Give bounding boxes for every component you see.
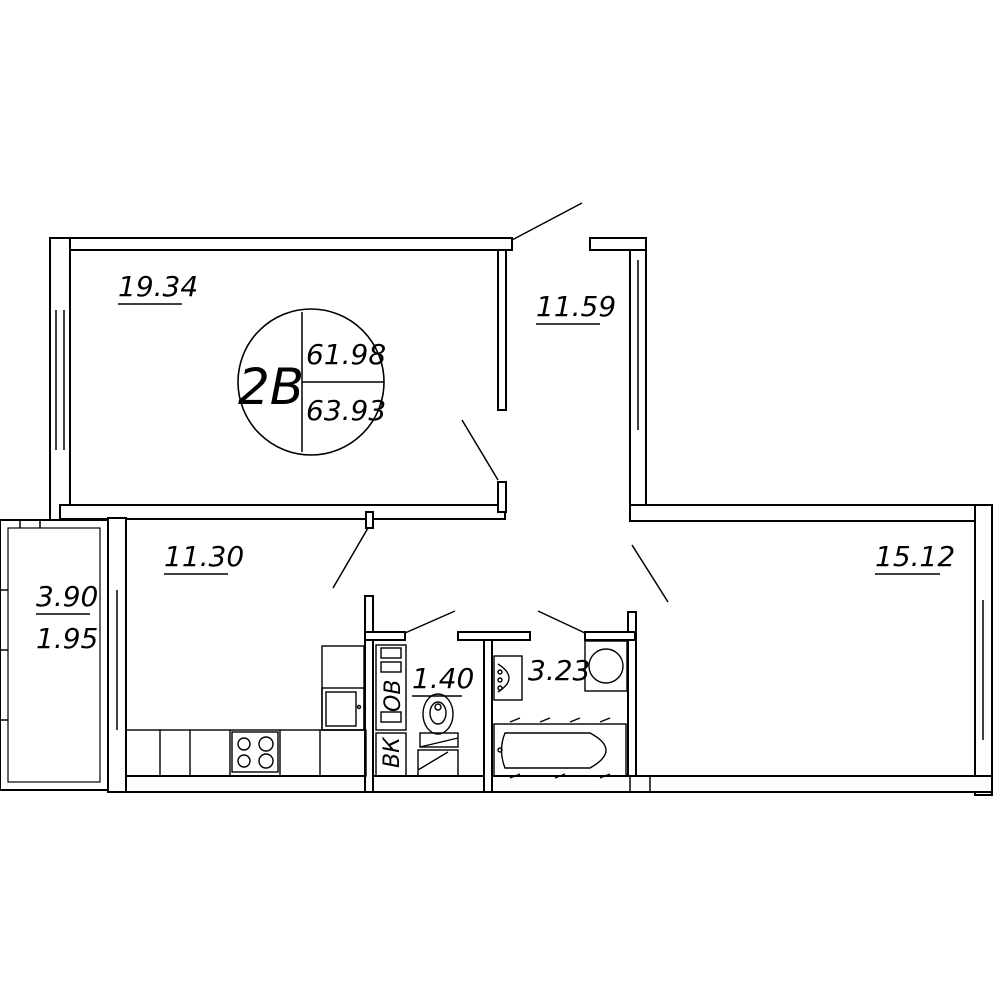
- apartment-badge: 2B 61.98 63.93: [237, 308, 386, 456]
- walls: [0, 237, 993, 796]
- room-area-hallway: 11.59: [536, 290, 616, 323]
- area-living: 61.98: [306, 338, 386, 371]
- area-total: 63.93: [306, 394, 386, 427]
- wc-fixtures: [375, 644, 459, 777]
- doors: [332, 202, 669, 634]
- room-area-kitchen: 11.30: [164, 540, 244, 573]
- kitchen-fixtures: [125, 645, 367, 777]
- room-area-bathroom: 3.23: [528, 654, 590, 687]
- room-area-wc: 1.40: [412, 662, 474, 695]
- room-area-top-left: 19.34: [118, 270, 198, 303]
- apartment-code: 2B: [238, 358, 304, 416]
- marker-vk: ВК: [380, 736, 405, 768]
- balcony-area: 3.90: [36, 580, 98, 613]
- balcony-area-reduced: 1.95: [36, 622, 98, 655]
- room-labels: 19.34 11.59 11.30 15.12 1.40 3.23 3.90 1…: [36, 270, 955, 768]
- room-area-right: 15.12: [875, 540, 955, 573]
- bathroom-fixtures: [493, 640, 628, 779]
- marker-ob: ОВ: [381, 680, 406, 712]
